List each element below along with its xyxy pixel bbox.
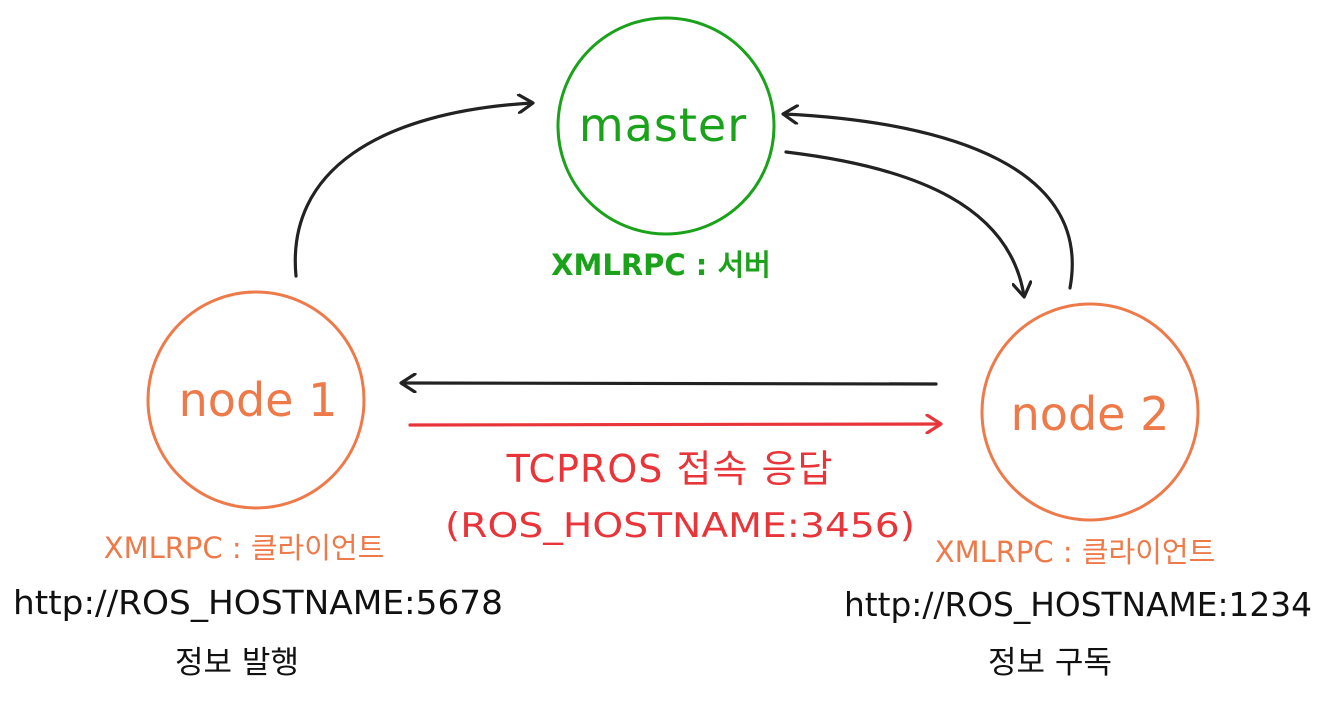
node1-circle <box>146 290 366 510</box>
arrow-node2-to-master <box>784 114 1074 290</box>
node2: node 2 <box>980 302 1200 522</box>
node1-uri: http://ROS_HOSTNAME:5678 <box>13 583 503 622</box>
node1-label: node 1 <box>179 373 338 427</box>
tcpros-title: TCPROS 접속 응답 <box>506 447 834 491</box>
node2-circle <box>980 302 1200 522</box>
node2-role-label: XMLRPC : 클라이언트 <box>935 535 1216 569</box>
arrow-tcpros-node1-to-node2 <box>408 424 940 425</box>
arrow-master-to-node2 <box>784 150 1024 296</box>
master-role-label: XMLRPC : 서버 <box>551 248 771 282</box>
node2-label: node 2 <box>1011 387 1170 441</box>
node1-role-label: XMLRPC : 클라이언트 <box>104 531 385 565</box>
arrow-node2-to-node1 <box>402 383 938 384</box>
node2-action: 정보 구독 <box>988 645 1112 681</box>
master-circle <box>556 16 776 236</box>
node1-action: 정보 발행 <box>175 645 299 681</box>
node2-uri: http://ROS_HOSTNAME:1234 <box>844 585 1312 624</box>
tcpros-address: (ROS_HOSTNAME:3456) <box>445 506 915 546</box>
master-label: master <box>579 98 747 152</box>
arrow-node1-to-master <box>293 103 532 278</box>
master-node: master <box>556 16 776 236</box>
node1: node 1 <box>146 290 366 510</box>
